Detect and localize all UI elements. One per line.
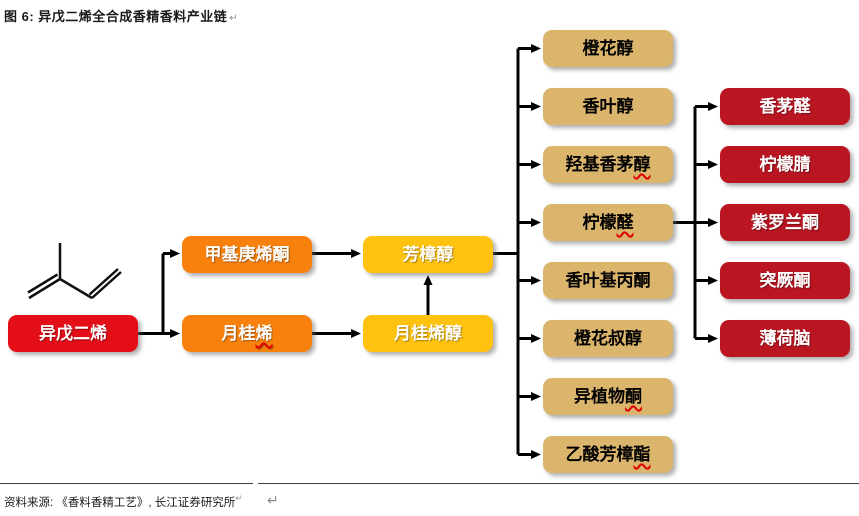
footer-divider-right <box>258 483 859 484</box>
node-derivative-4: 香叶基丙酮 <box>543 262 673 299</box>
node-derivative-6: 异植物酮 <box>543 378 673 415</box>
node-myrcene: 月桂烯 <box>182 315 312 352</box>
return-mark-small-icon: ↵ <box>235 493 243 503</box>
return-mark-icon: ↵ <box>229 13 239 24</box>
node-end-product-0: 香茅醛 <box>720 88 850 125</box>
isoprene-molecule-drawing <box>27 243 122 300</box>
node-end-product-2: 紫罗兰酮 <box>720 204 850 241</box>
figure-title: 图 6: 异戊二烯全合成香精香料产业链↵ <box>4 6 238 25</box>
node-end-product-3: 突厥酮 <box>720 262 850 299</box>
node-end-product-4: 薄荷脑 <box>720 320 850 357</box>
node-methylheptenone: 甲基庚烯酮 <box>182 236 312 273</box>
node-derivative-0: 橙花醇 <box>543 30 673 67</box>
source-note: 资料来源: 《香料香精工艺》, 长江证券研究所↵ <box>4 493 243 510</box>
source-note-text: 资料来源: 《香料香精工艺》, 长江证券研究所 <box>4 496 236 509</box>
figure-title-text: 图 6: 异戊二烯全合成香精香料产业链 <box>4 9 228 24</box>
node-derivative-3: 柠檬醛 <box>543 204 673 241</box>
node-myrcenol: 月桂烯醇 <box>363 315 493 352</box>
node-isoprene: 异戊二烯 <box>8 315 138 352</box>
node-derivative-2: 羟基香茅醇 <box>543 146 673 183</box>
node-linalool: 芳樟醇 <box>363 236 493 273</box>
node-end-product-1: 柠檬腈 <box>720 146 850 183</box>
node-derivative-5: 橙花叔醇 <box>543 320 673 357</box>
node-derivative-7: 乙酸芳樟酯 <box>543 436 673 473</box>
return-mark-large-icon: ↵ <box>267 492 279 508</box>
node-derivative-1: 香叶醇 <box>543 88 673 125</box>
footer-divider-left <box>0 483 253 484</box>
